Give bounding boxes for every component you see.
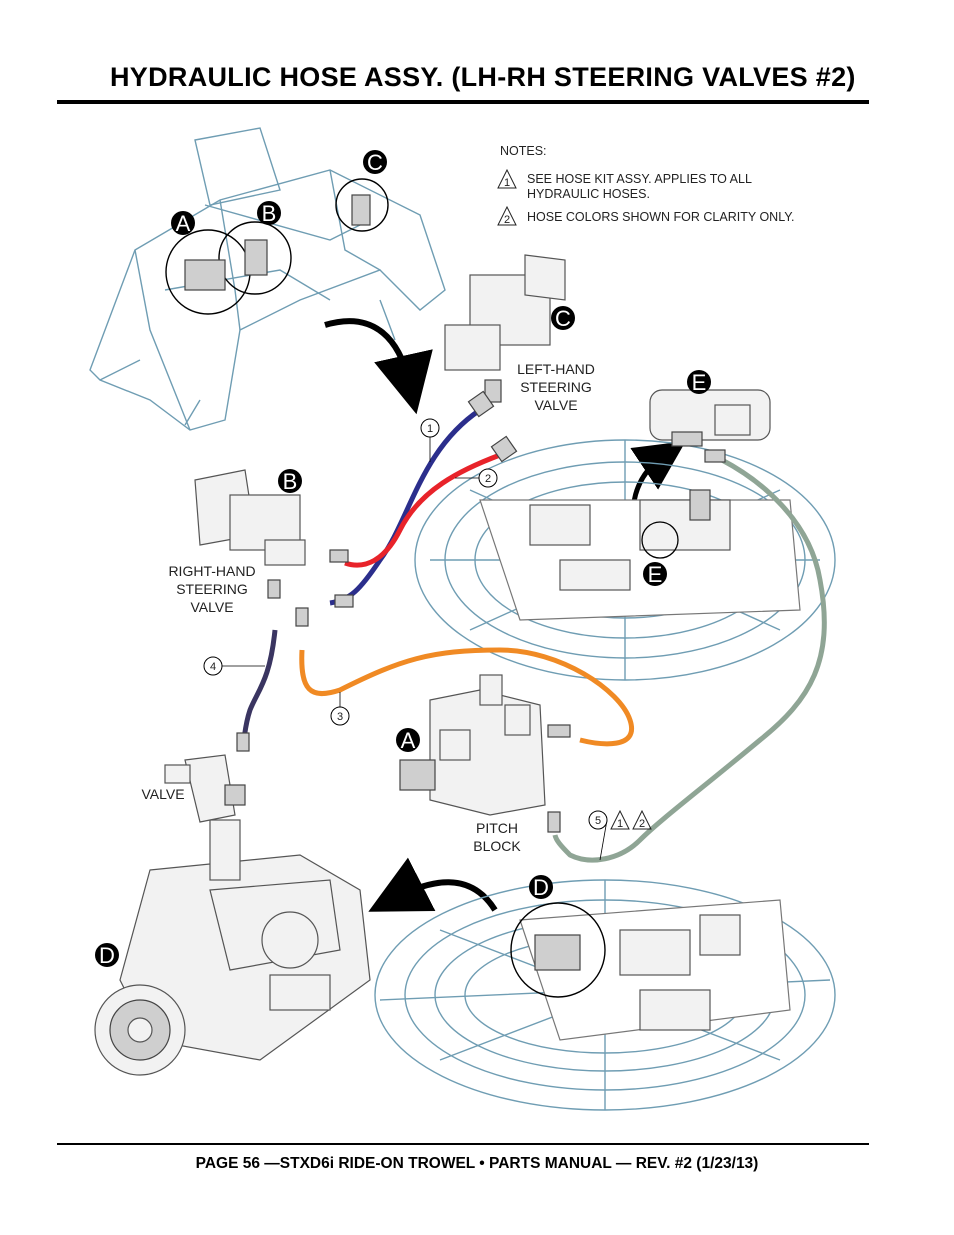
arrow-1	[324, 318, 433, 415]
svg-text:1: 1	[504, 177, 510, 189]
callout-c-valve: C	[555, 306, 571, 331]
pump-assembly-illustration	[94, 819, 371, 1076]
valve-label: VALVE	[141, 786, 184, 802]
lower-trowel-illustration	[374, 879, 836, 1111]
e-cylinder-illustration	[649, 389, 771, 447]
rh-valve-label-1: RIGHT-HAND	[168, 563, 255, 579]
page-footer: PAGE 56 —STXD6i RIDE-ON TROWEL • PARTS M…	[195, 1155, 759, 1172]
lh-valve-label-3: VALVE	[534, 397, 577, 413]
note-2-line1: HOSE COLORS SHOWN FOR CLARITY ONLY.	[527, 210, 794, 224]
svg-text:2: 2	[504, 214, 510, 226]
callout-d-pump: D	[99, 943, 115, 968]
note-marker-1: 1	[497, 168, 517, 189]
hose-3	[299, 647, 635, 747]
callout-d-trowel: D	[533, 875, 549, 900]
hose-1-number: 1	[427, 423, 433, 435]
note-1-line2: HYDRAULIC HOSES.	[527, 187, 650, 201]
hose-1	[329, 407, 482, 606]
inline-valve-illustration	[164, 754, 246, 823]
rh-valve-label-2: STEERING	[176, 581, 248, 597]
callout-e-trowel: E	[648, 562, 663, 587]
hose-fittings	[236, 390, 726, 833]
note-marker-2: 2	[497, 205, 517, 226]
callout-e-cylinder: E	[692, 370, 707, 395]
notes-block: NOTES: 1 SEE HOSE KIT ASSY. APPLIES TO A…	[497, 144, 794, 226]
hose-3-number: 3	[337, 711, 343, 723]
pitch-block-label-2: BLOCK	[473, 838, 521, 854]
callout-a-pitch: A	[401, 728, 416, 753]
callout-c-top: C	[367, 150, 383, 175]
hose-2-number: 2	[485, 473, 491, 485]
left-hand-steering-valve-illustration	[444, 254, 566, 403]
footer-rule	[57, 1143, 869, 1145]
notes-heading: NOTES:	[500, 144, 547, 158]
header-rule	[57, 100, 869, 104]
callout-b-valve: B	[283, 469, 298, 494]
upper-trowel-illustration	[414, 439, 836, 681]
note-1-line1: SEE HOSE KIT ASSY. APPLIES TO ALL	[527, 172, 752, 186]
arrow-3	[368, 857, 498, 912]
right-hand-steering-valve-illustration	[194, 469, 306, 566]
hose-2	[344, 452, 501, 568]
page-title: HYDRAULIC HOSE ASSY. (LH-RH STEERING VAL…	[110, 62, 856, 92]
hose-number-callouts: 1 2 3 4 5 1 2	[203, 418, 652, 861]
callout-b-top: B	[262, 201, 277, 226]
hose-4-number: 4	[210, 661, 216, 673]
lh-valve-label-2: STEERING	[520, 379, 592, 395]
rh-valve-label-3: VALVE	[190, 599, 233, 615]
lh-valve-label-1: LEFT-HAND	[517, 361, 595, 377]
hose-5-note-ref-2: 2	[639, 818, 645, 830]
pitch-block-label-1: PITCH	[476, 820, 518, 836]
hose-5-number: 5	[595, 815, 601, 827]
hose-4	[240, 629, 278, 746]
letter-callouts: A B C C B E E A D D	[95, 150, 711, 968]
hose-5	[552, 457, 827, 863]
pitch-block-illustration	[399, 674, 546, 816]
hose-5-note-ref-1: 1	[617, 818, 623, 830]
callout-a-top: A	[176, 211, 191, 236]
component-labels: LEFT-HAND STEERING VALVE RIGHT-HAND STEE…	[141, 361, 594, 854]
operator-frame-illustration	[89, 127, 446, 431]
